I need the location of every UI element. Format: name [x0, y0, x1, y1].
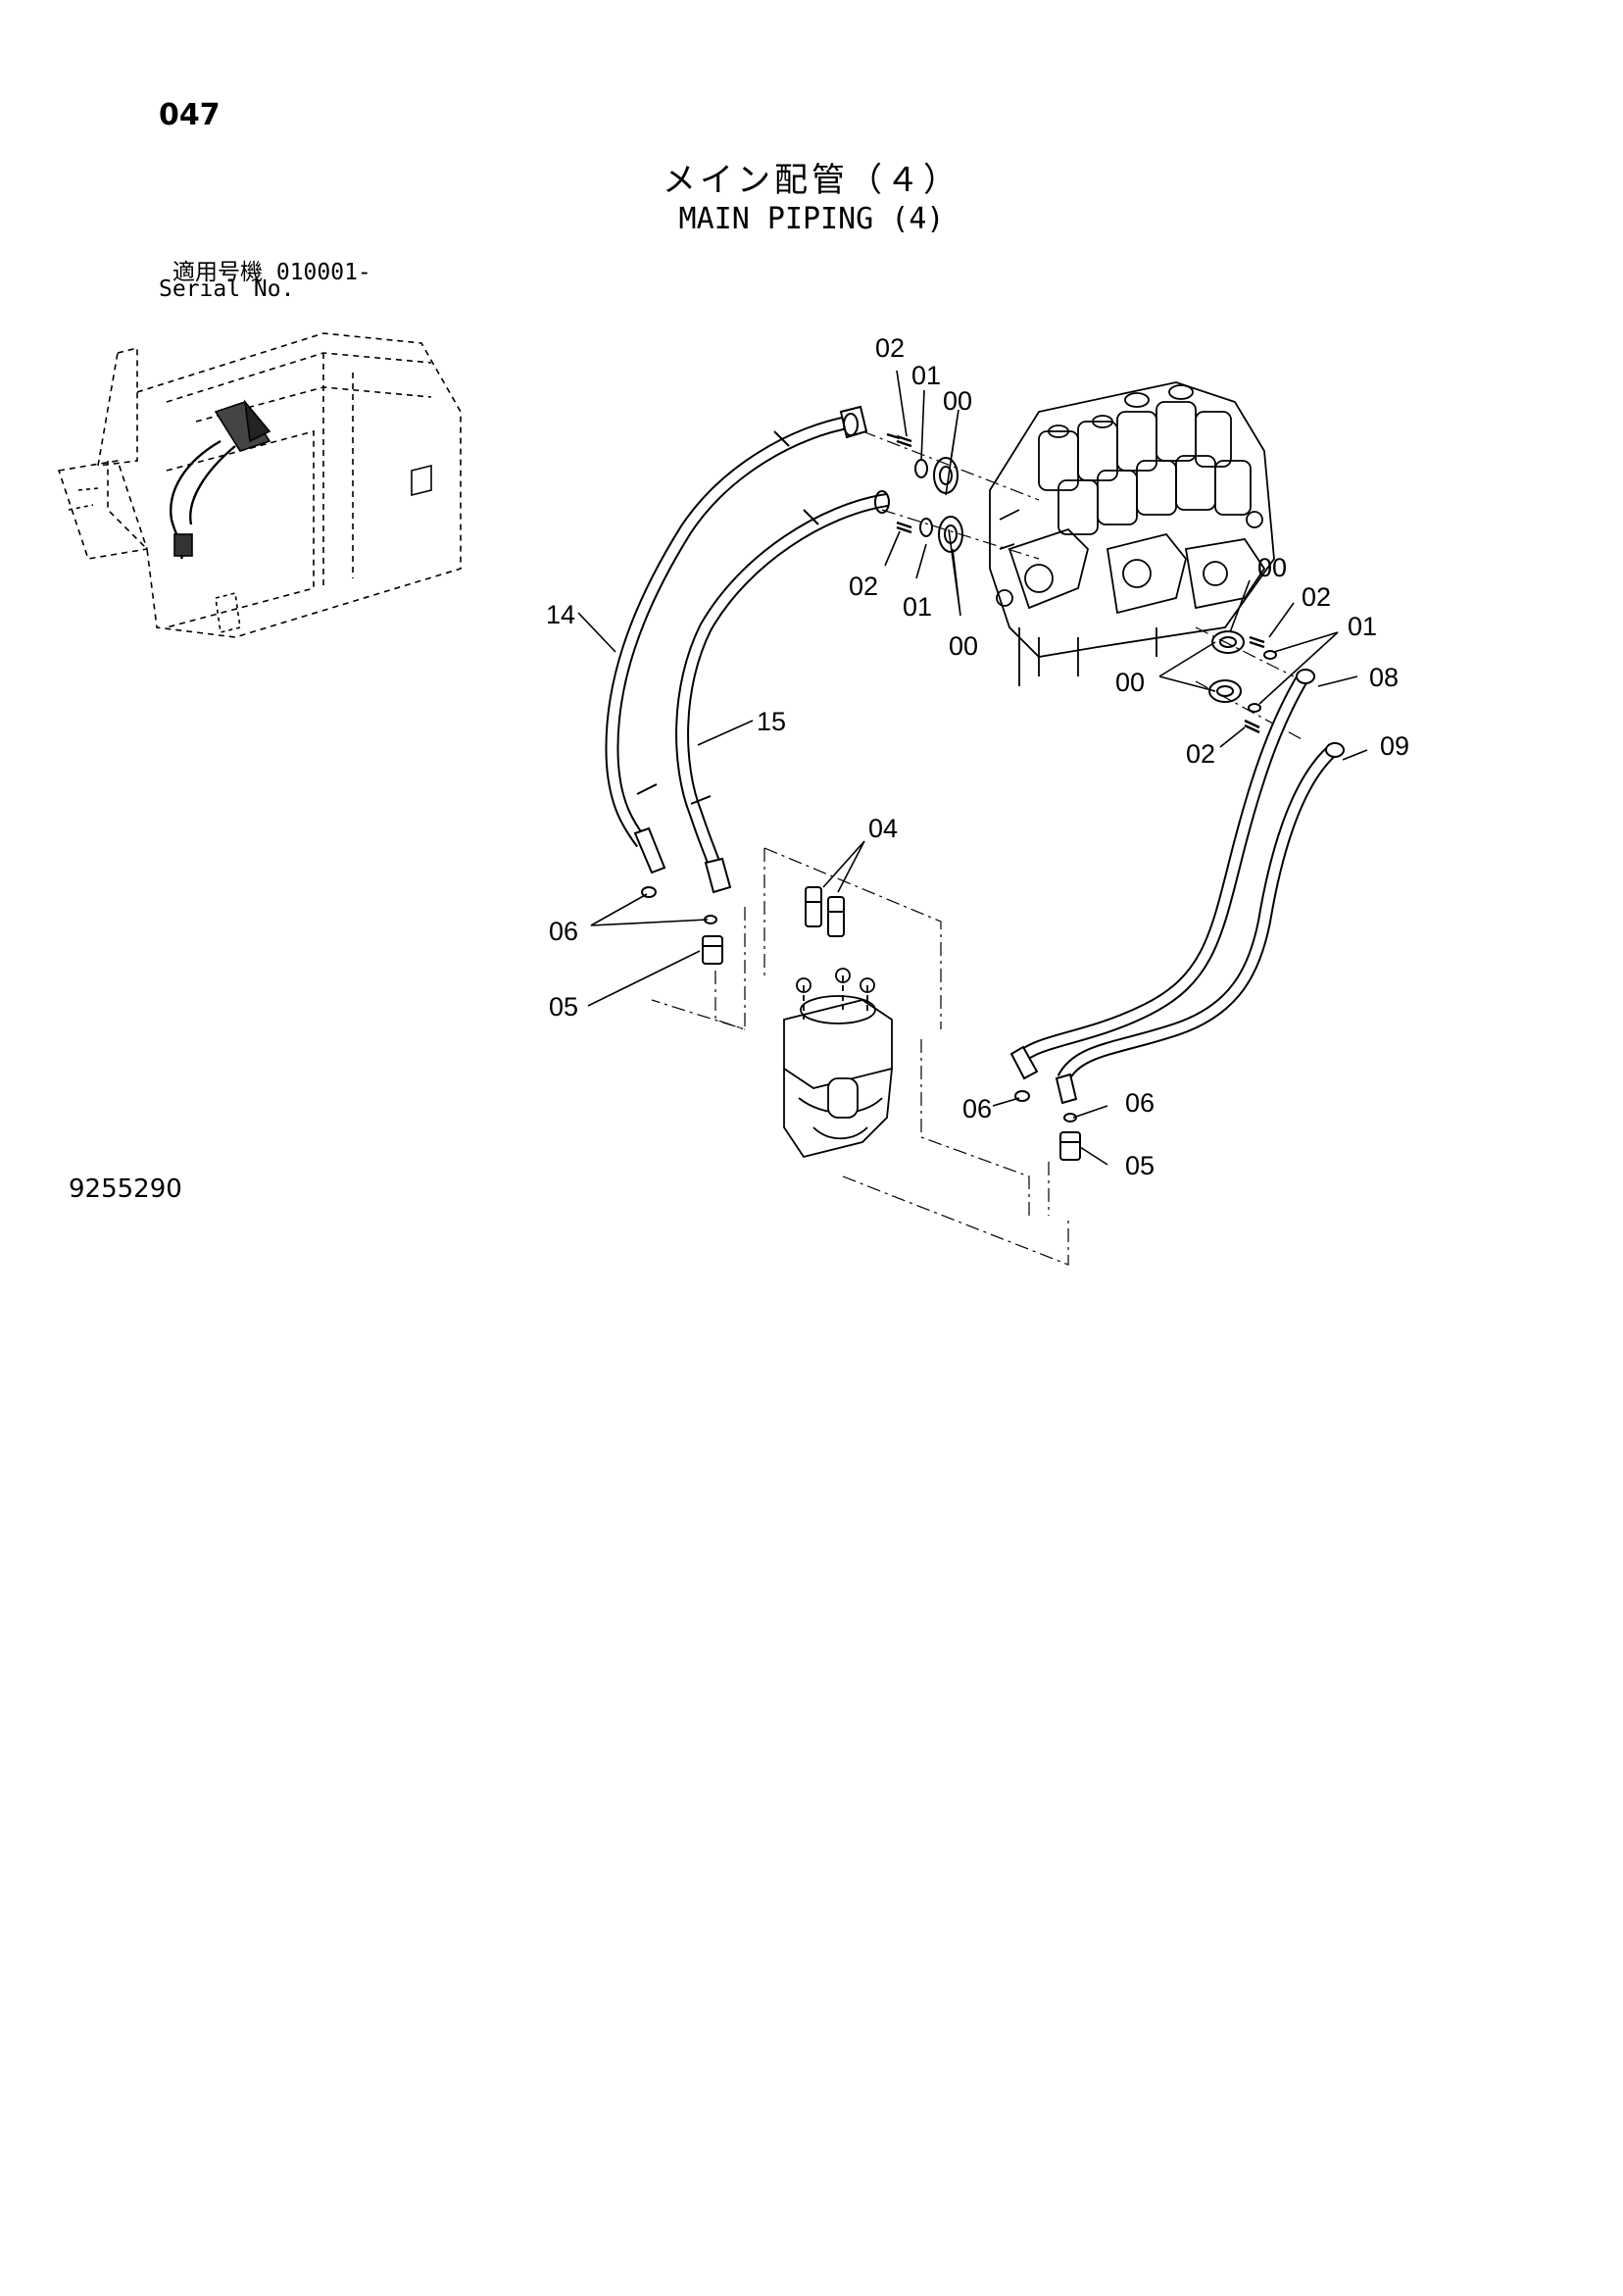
excavator-location-thumbnail — [57, 332, 462, 638]
drawing-number: 9255290 — [69, 1174, 182, 1204]
callout-00-mid: 00 — [949, 631, 978, 661]
flange-mid — [896, 516, 963, 553]
callout-06-bottom-a: 06 — [962, 1094, 992, 1123]
hose-08 — [1009, 669, 1315, 1080]
callout-00-right-b: 00 — [1115, 668, 1145, 697]
fitting-05-left — [641, 886, 723, 965]
serial-label-japanese: 適用号機 010001- — [172, 260, 371, 285]
assembly-guide-lines — [651, 847, 1069, 1266]
leader-lines — [577, 370, 1368, 1166]
control-valve — [989, 381, 1275, 686]
callout-08: 08 — [1369, 663, 1399, 692]
callout-00-top: 00 — [943, 386, 972, 416]
callout-01-right: 01 — [1348, 612, 1377, 641]
callout-05-left: 05 — [549, 992, 578, 1022]
callout-06-left: 06 — [549, 917, 578, 946]
callout-05-bottom: 05 — [1125, 1151, 1155, 1180]
page-number: 047 — [159, 98, 221, 132]
callout-01-mid: 01 — [903, 592, 932, 622]
callout-labels: 02 01 00 02 01 00 00 02 01 00 02 08 09 1… — [546, 333, 1409, 1180]
callout-02-mid: 02 — [849, 572, 878, 601]
serial-label-english: Serial No. — [159, 276, 295, 302]
hose-14 — [605, 405, 868, 874]
callout-02-right-a: 02 — [1302, 582, 1331, 612]
title-japanese: メイン配管（４） — [663, 161, 960, 200]
callout-09: 09 — [1380, 731, 1409, 761]
center-joint — [783, 968, 893, 1159]
flange-right-b — [1208, 679, 1261, 734]
callout-14: 14 — [546, 600, 575, 629]
hose-09 — [1055, 742, 1345, 1105]
callout-06-bottom-b: 06 — [1125, 1088, 1155, 1118]
callout-15: 15 — [757, 707, 786, 736]
flange-right-a — [1211, 630, 1277, 660]
callout-01-top: 01 — [911, 361, 941, 390]
title-english: MAIN PIPING (4) — [678, 202, 945, 236]
callout-02-top: 02 — [875, 333, 905, 363]
fitting-05-right — [1014, 1090, 1081, 1161]
callout-04: 04 — [868, 814, 898, 843]
fitting-04 — [805, 886, 845, 937]
callout-00-right-a: 00 — [1257, 553, 1287, 582]
hose-15 — [675, 490, 890, 894]
callout-02-right-b: 02 — [1186, 739, 1215, 769]
